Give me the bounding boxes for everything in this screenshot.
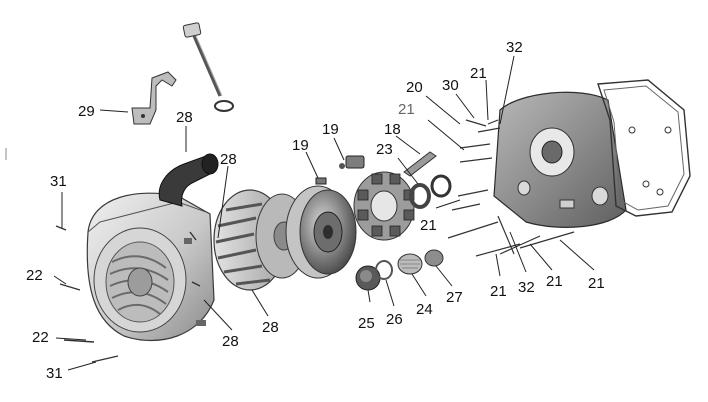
callout-31-top: 31 <box>50 173 67 190</box>
clip-part <box>403 151 437 177</box>
o-ring-part <box>375 260 393 280</box>
callout-32-top: 32 <box>506 39 523 56</box>
fastener-left-part <box>55 225 201 363</box>
callout-28-c: 28 <box>262 319 279 336</box>
callout-29: 29 <box>78 103 95 120</box>
callout-27: 27 <box>446 289 463 306</box>
callout-21-f: 21 <box>588 275 605 292</box>
callout-18: 18 <box>384 121 401 138</box>
callout-19-b: 19 <box>322 121 339 138</box>
callout-31-bottom: 31 <box>46 365 63 382</box>
callout-28-d: 28 <box>222 333 239 350</box>
callout-22-a: 22 <box>26 267 43 284</box>
callout-21-b: 21 <box>470 65 487 82</box>
stator-part <box>353 171 415 241</box>
callout-24: 24 <box>416 301 433 318</box>
pickup-coil-part <box>315 155 365 185</box>
flywheel-rotor-part <box>285 185 357 279</box>
spring-part <box>424 249 444 267</box>
callout-21-d: 21 <box>490 283 507 300</box>
callout-22-b: 22 <box>32 329 49 346</box>
callout-25: 25 <box>358 315 375 332</box>
callout-labels: 31 29 28 28 22 22 31 28 28 19 19 18 23 2… <box>26 39 605 382</box>
callout-21-a: 21 <box>398 101 415 118</box>
callout-28-b: 28 <box>220 151 237 168</box>
crankcase-half-part <box>493 91 627 228</box>
callout-20: 20 <box>406 79 423 96</box>
gasket-part <box>597 79 691 217</box>
callout-23: 23 <box>376 141 393 158</box>
strainer-screen-part <box>397 253 423 275</box>
callout-19-a: 19 <box>292 137 309 154</box>
leader-lines <box>53 55 595 371</box>
bracket-part <box>131 71 177 125</box>
oil-seal-part <box>409 174 452 209</box>
callout-26: 26 <box>386 311 403 328</box>
callout-21-c: 21 <box>420 217 437 234</box>
callout-30: 30 <box>442 77 459 94</box>
air-duct-part <box>158 153 219 207</box>
dipstick-part <box>182 22 234 112</box>
fan-cover-part <box>86 192 215 342</box>
bolt-set-part <box>447 119 575 257</box>
callout-32-bottom: 32 <box>518 279 535 296</box>
callout-28-a: 28 <box>176 109 193 126</box>
callout-21-e: 21 <box>546 273 563 290</box>
